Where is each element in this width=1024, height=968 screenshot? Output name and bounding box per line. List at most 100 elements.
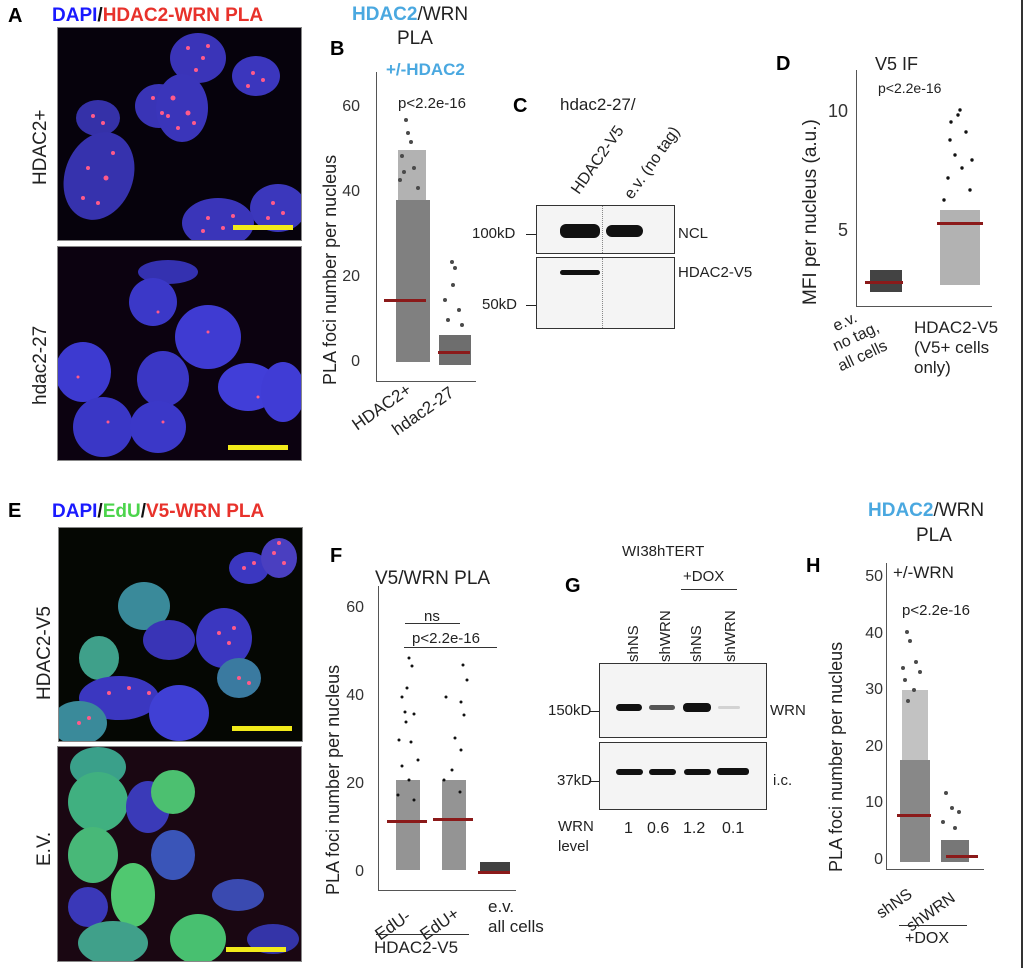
lane-label: e.v. (no tag) [621,123,684,203]
title-sep: / [140,501,146,522]
scale-bar [226,947,286,952]
wrn-level: 0.6 [647,820,670,837]
panel-b-letter: B [330,38,345,60]
lane-divider [602,258,603,328]
lane-label: shNS [688,625,705,662]
nuclei-image [58,260,301,457]
mean-line [946,855,978,858]
y-axis [376,72,377,382]
panel-f-letter: F [330,545,343,567]
marker-100kd: 100kD [472,225,516,242]
mean-line [478,871,510,874]
x-axis [378,890,516,891]
band [649,705,675,710]
panel-h-title-line1: HDAC2/WRN [868,500,984,522]
wrn-level: 0.1 [722,820,745,837]
ytick: 20 [342,268,360,285]
panel-d-letter: D [776,53,791,75]
ytick: 60 [342,98,360,115]
panel-border [1021,0,1023,968]
band [616,704,642,711]
marker-tick [589,781,599,782]
lane-label: shWRN [657,610,674,662]
ytick: 10 [865,794,883,811]
scatter-points-f [396,656,510,872]
panel-b-title-line2: PLA [397,28,433,49]
group-label: +DOX [905,930,950,947]
xtick-label: (V5+ cells [914,338,990,357]
xtick-label: HDAC2-V5 [914,318,999,337]
title-part-hdac2: HDAC2 [352,4,418,25]
band [606,225,643,237]
panel-c-title: hdac2-27/ [560,95,636,114]
row-label-hdac2-27: hdac2-27 [30,325,51,405]
dox-label: +DOX [683,568,725,585]
micrograph-hdac2-v5 [58,527,303,742]
band-label-wrn: WRN [770,702,806,719]
band-label-ncl: NCL [678,225,709,242]
group-label: HDAC2-V5 [374,938,459,957]
title-part-hdac2: HDAC2 [868,500,934,521]
western-blot-hdac2-v5 [536,257,675,329]
level-label: WRN [558,818,594,835]
title-part-pla: V5-WRN PLA [145,501,265,522]
panel-b-title-line1: HDAC2/WRN [352,4,468,26]
nuclei-image [68,747,299,961]
panel-h-subtitle: +/-WRN [893,563,954,582]
mean-line [897,814,931,817]
band-label-hdac2-v5: HDAC2-V5 [678,264,753,281]
xtick-label: all cells [488,917,544,936]
scale-bar [233,225,293,230]
x-axis [856,306,992,307]
title-sep: / [97,501,103,522]
level-label: level [558,838,589,855]
lane-label: shNS [625,625,642,662]
wrn-level: 1.2 [683,820,706,837]
ytick: 0 [355,863,364,880]
panel-b-pvalue: p<2.2e-16 [398,95,466,112]
band [718,706,740,709]
scale-bar [232,726,292,731]
ytick: 50 [865,568,883,585]
title-part-dapi: DAPI [52,5,98,26]
nuclei-image [63,33,301,240]
y-axis [378,586,379,891]
marker-50kd: 50kD [482,296,518,313]
ns-bracket [405,623,460,624]
micrograph-ev [57,746,302,962]
dox-bracket [681,589,737,590]
micrograph-hdac2-27 [57,246,302,461]
ytick: 20 [865,738,883,755]
lane-label: HDAC2-V5 [568,122,628,198]
panel-h-letter: H [806,555,821,577]
ytick: 30 [865,681,883,698]
mean-line [937,222,983,225]
panel-d-pvalue: p<2.2e-16 [878,80,942,96]
western-blot-ncl [536,205,675,254]
row-label-hdac2-v5: HDAC2-V5 [34,606,55,700]
band-label-ic: i.c. [773,772,793,789]
panel-d-title: V5 IF [875,54,919,74]
ytick: 60 [346,599,364,616]
ytick: 0 [351,353,360,370]
panel-g-title: WI38hTERT [622,543,705,560]
panel-c-letter: C [513,95,528,117]
band [684,769,711,775]
x-axis [376,381,476,382]
ytick: 0 [874,851,883,868]
nuclei-image [59,538,297,741]
mean-line [438,351,470,354]
row-label-hdac2-plus: HDAC2+ [30,109,51,186]
band [560,224,600,238]
western-blot-ic [599,742,767,810]
panel-e-title: DAPI/EdU/V5-WRN PLA [52,501,264,523]
x-axis [886,869,984,870]
scale-bar [228,445,288,450]
panel-a-letter: A [8,5,23,27]
panel-g-letter: G [565,575,581,597]
band [683,703,711,712]
title-part-wrn: /WRN [417,4,469,25]
mean-line [384,299,426,302]
marker-37kd: 37kD [557,772,593,789]
ytick: 40 [346,687,364,704]
